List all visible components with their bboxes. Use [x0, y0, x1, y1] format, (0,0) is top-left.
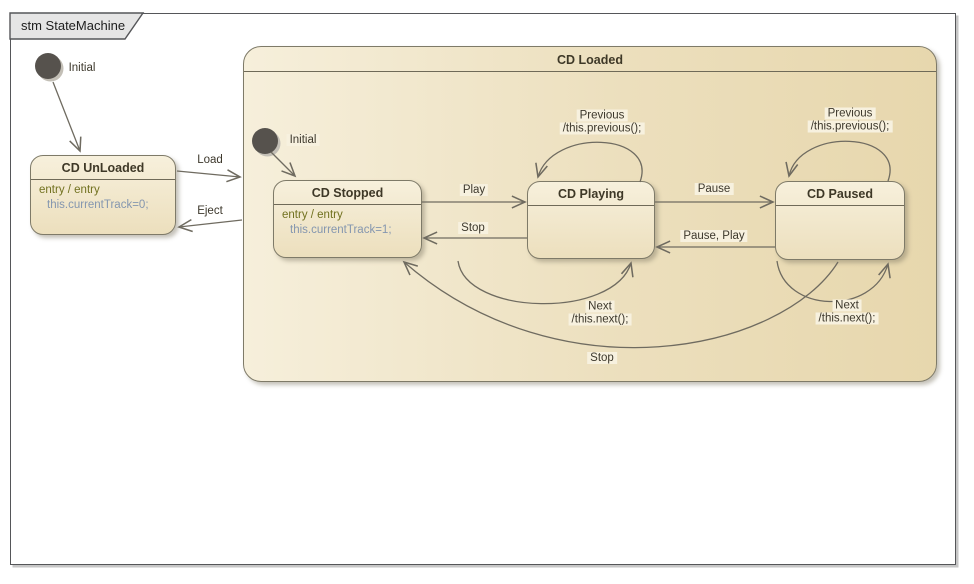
transition-label-next-playing[interactable]: Next /this.next(); — [568, 300, 632, 326]
transition-label-play[interactable]: Play — [459, 184, 489, 196]
state-cd-unloaded-body: entry / entry this.currentTrack=0; — [31, 180, 175, 213]
state-cd-stopped[interactable]: CD Stopped entry / entry this.currentTra… — [273, 180, 422, 258]
state-cd-stopped-body: entry / entry this.currentTrack=1; — [274, 205, 421, 238]
state-cd-paused-title: CD Paused — [776, 182, 904, 206]
entry-behavior-label: entry / entry — [282, 209, 343, 221]
state-cd-loaded-title: CD Loaded — [244, 47, 936, 72]
transition-label-pause-play[interactable]: Pause, Play — [680, 230, 748, 242]
entry-behavior-code: this.currentTrack=0; — [47, 199, 149, 211]
state-cd-unloaded[interactable]: CD UnLoaded entry / entry this.currentTr… — [30, 155, 176, 235]
transition-label-stop[interactable]: Stop — [458, 222, 488, 234]
state-cd-paused[interactable]: CD Paused — [775, 181, 905, 260]
state-cd-playing-title: CD Playing — [528, 182, 654, 206]
initial-node-label: Initial — [286, 134, 320, 146]
transition-label-next-paused[interactable]: Next /this.next(); — [815, 299, 879, 325]
diagram-frame-tab-label: stm StateMachine — [21, 18, 126, 33]
transition-label-previous-playing[interactable]: Previous /this.previous(); — [559, 109, 645, 135]
initial-node-label: Initial — [65, 62, 99, 74]
transition-label-pause[interactable]: Pause — [694, 183, 734, 195]
entry-behavior-code: this.currentTrack=1; — [290, 224, 392, 236]
entry-behavior-label: entry / entry — [39, 184, 100, 196]
transition-label-previous-paused[interactable]: Previous /this.previous(); — [807, 107, 893, 133]
state-cd-playing[interactable]: CD Playing — [527, 181, 655, 259]
transition-label-load[interactable]: Load — [194, 154, 226, 166]
state-cd-unloaded-title: CD UnLoaded — [31, 156, 175, 180]
transition-label-eject[interactable]: Eject — [194, 205, 226, 217]
state-cd-stopped-title: CD Stopped — [274, 181, 421, 205]
transition-label-stop-to-stopped[interactable]: Stop — [587, 352, 617, 364]
